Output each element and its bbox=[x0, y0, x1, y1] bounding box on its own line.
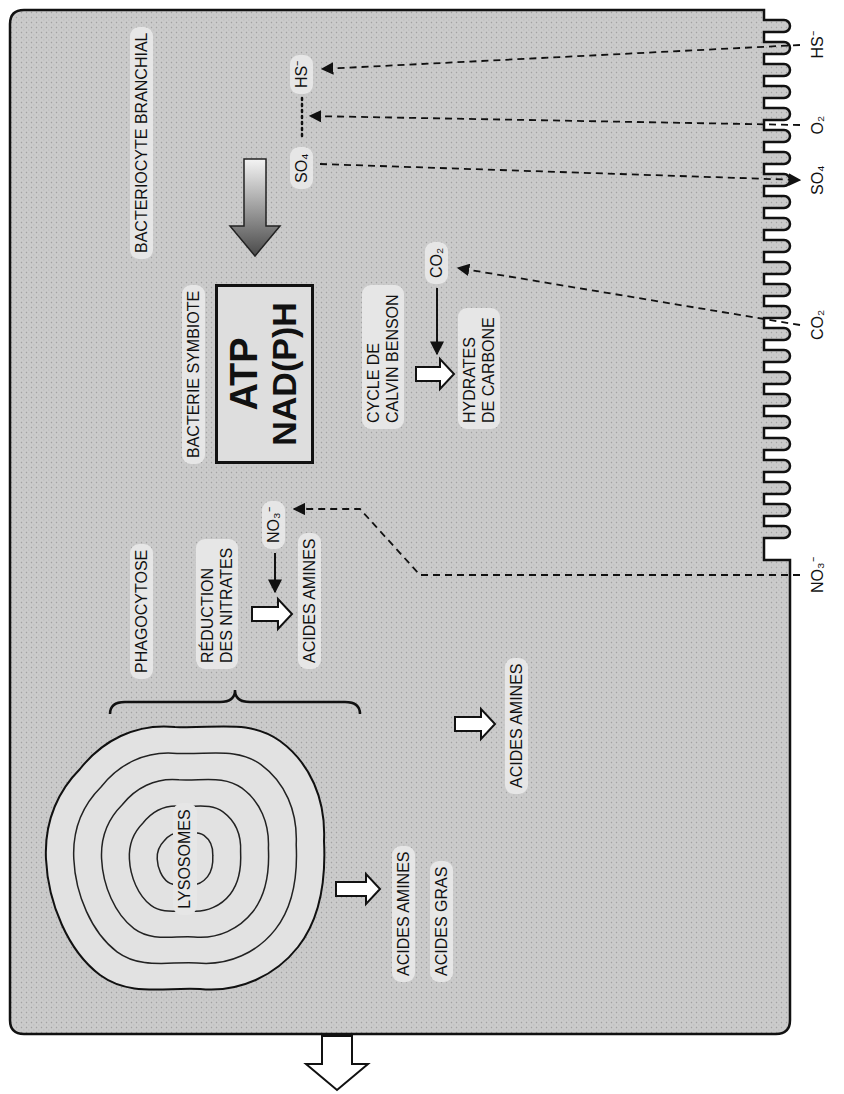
pathway-label: RÉDUCTION DES NITRATES bbox=[196, 539, 238, 669]
energy-arrow bbox=[230, 159, 280, 256]
external-ion: O₂ bbox=[806, 110, 829, 141]
hollow-arrow bbox=[416, 359, 454, 389]
process-label: PHAGOCYTOSE bbox=[130, 544, 153, 679]
sulfate-flux bbox=[320, 164, 800, 180]
export-arrow bbox=[306, 1036, 368, 1090]
organelle-label: LYSOSOMES bbox=[173, 803, 196, 914]
cell-membrane bbox=[10, 10, 790, 1034]
nitrate-flux bbox=[294, 509, 800, 575]
lysosome-ring bbox=[101, 779, 268, 937]
lysosome-blob: LYSOSOMES bbox=[40, 719, 330, 999]
lysosome-ring bbox=[74, 753, 297, 964]
external-ion: CO₂ bbox=[806, 304, 829, 346]
molecule-label: CO₂ bbox=[425, 242, 448, 284]
external-ion: NO₃⁻ bbox=[806, 551, 829, 599]
brace bbox=[110, 690, 360, 714]
oxidation-dots bbox=[301, 97, 304, 136]
external-ion: HS⁻ bbox=[806, 25, 829, 64]
product-label: ACIDES AMINES bbox=[392, 846, 415, 982]
energy-label: NAD(P)H bbox=[266, 302, 303, 446]
ion-label: SO₄ bbox=[290, 147, 313, 189]
product-label: ACIDES AMINES bbox=[505, 658, 528, 794]
molecule-label: NO₃⁻ bbox=[262, 501, 285, 549]
cell-title: BACTERIOCYTE BRANCHIAL bbox=[130, 27, 153, 259]
thin-arrow bbox=[436, 288, 438, 354]
lysosome-ring bbox=[46, 726, 325, 989]
hollow-arrow bbox=[455, 709, 495, 739]
external-ion: SO₄ bbox=[806, 159, 829, 201]
product-label: ACIDES GRAS bbox=[430, 861, 453, 982]
energy-label: ATP bbox=[224, 337, 266, 410]
energy-box: ATPNAD(P)H bbox=[215, 284, 314, 464]
pathway-label: CYCLE DE CALVIN BENSON bbox=[362, 285, 404, 429]
hollow-arrow bbox=[336, 874, 380, 904]
product-label: ACIDES AMINES bbox=[298, 533, 321, 669]
ion-label: HS⁻ bbox=[290, 55, 313, 94]
hollow-arrow bbox=[252, 599, 292, 629]
organism-label: BACTERIE SYMBIOTE bbox=[182, 285, 205, 464]
thin-arrow bbox=[274, 553, 276, 592]
oxygen-flux bbox=[310, 116, 800, 125]
product-label: HYDRATES DE CARBONE bbox=[458, 308, 500, 429]
carbon-flux bbox=[458, 268, 800, 325]
sulfide-flux bbox=[322, 45, 800, 69]
